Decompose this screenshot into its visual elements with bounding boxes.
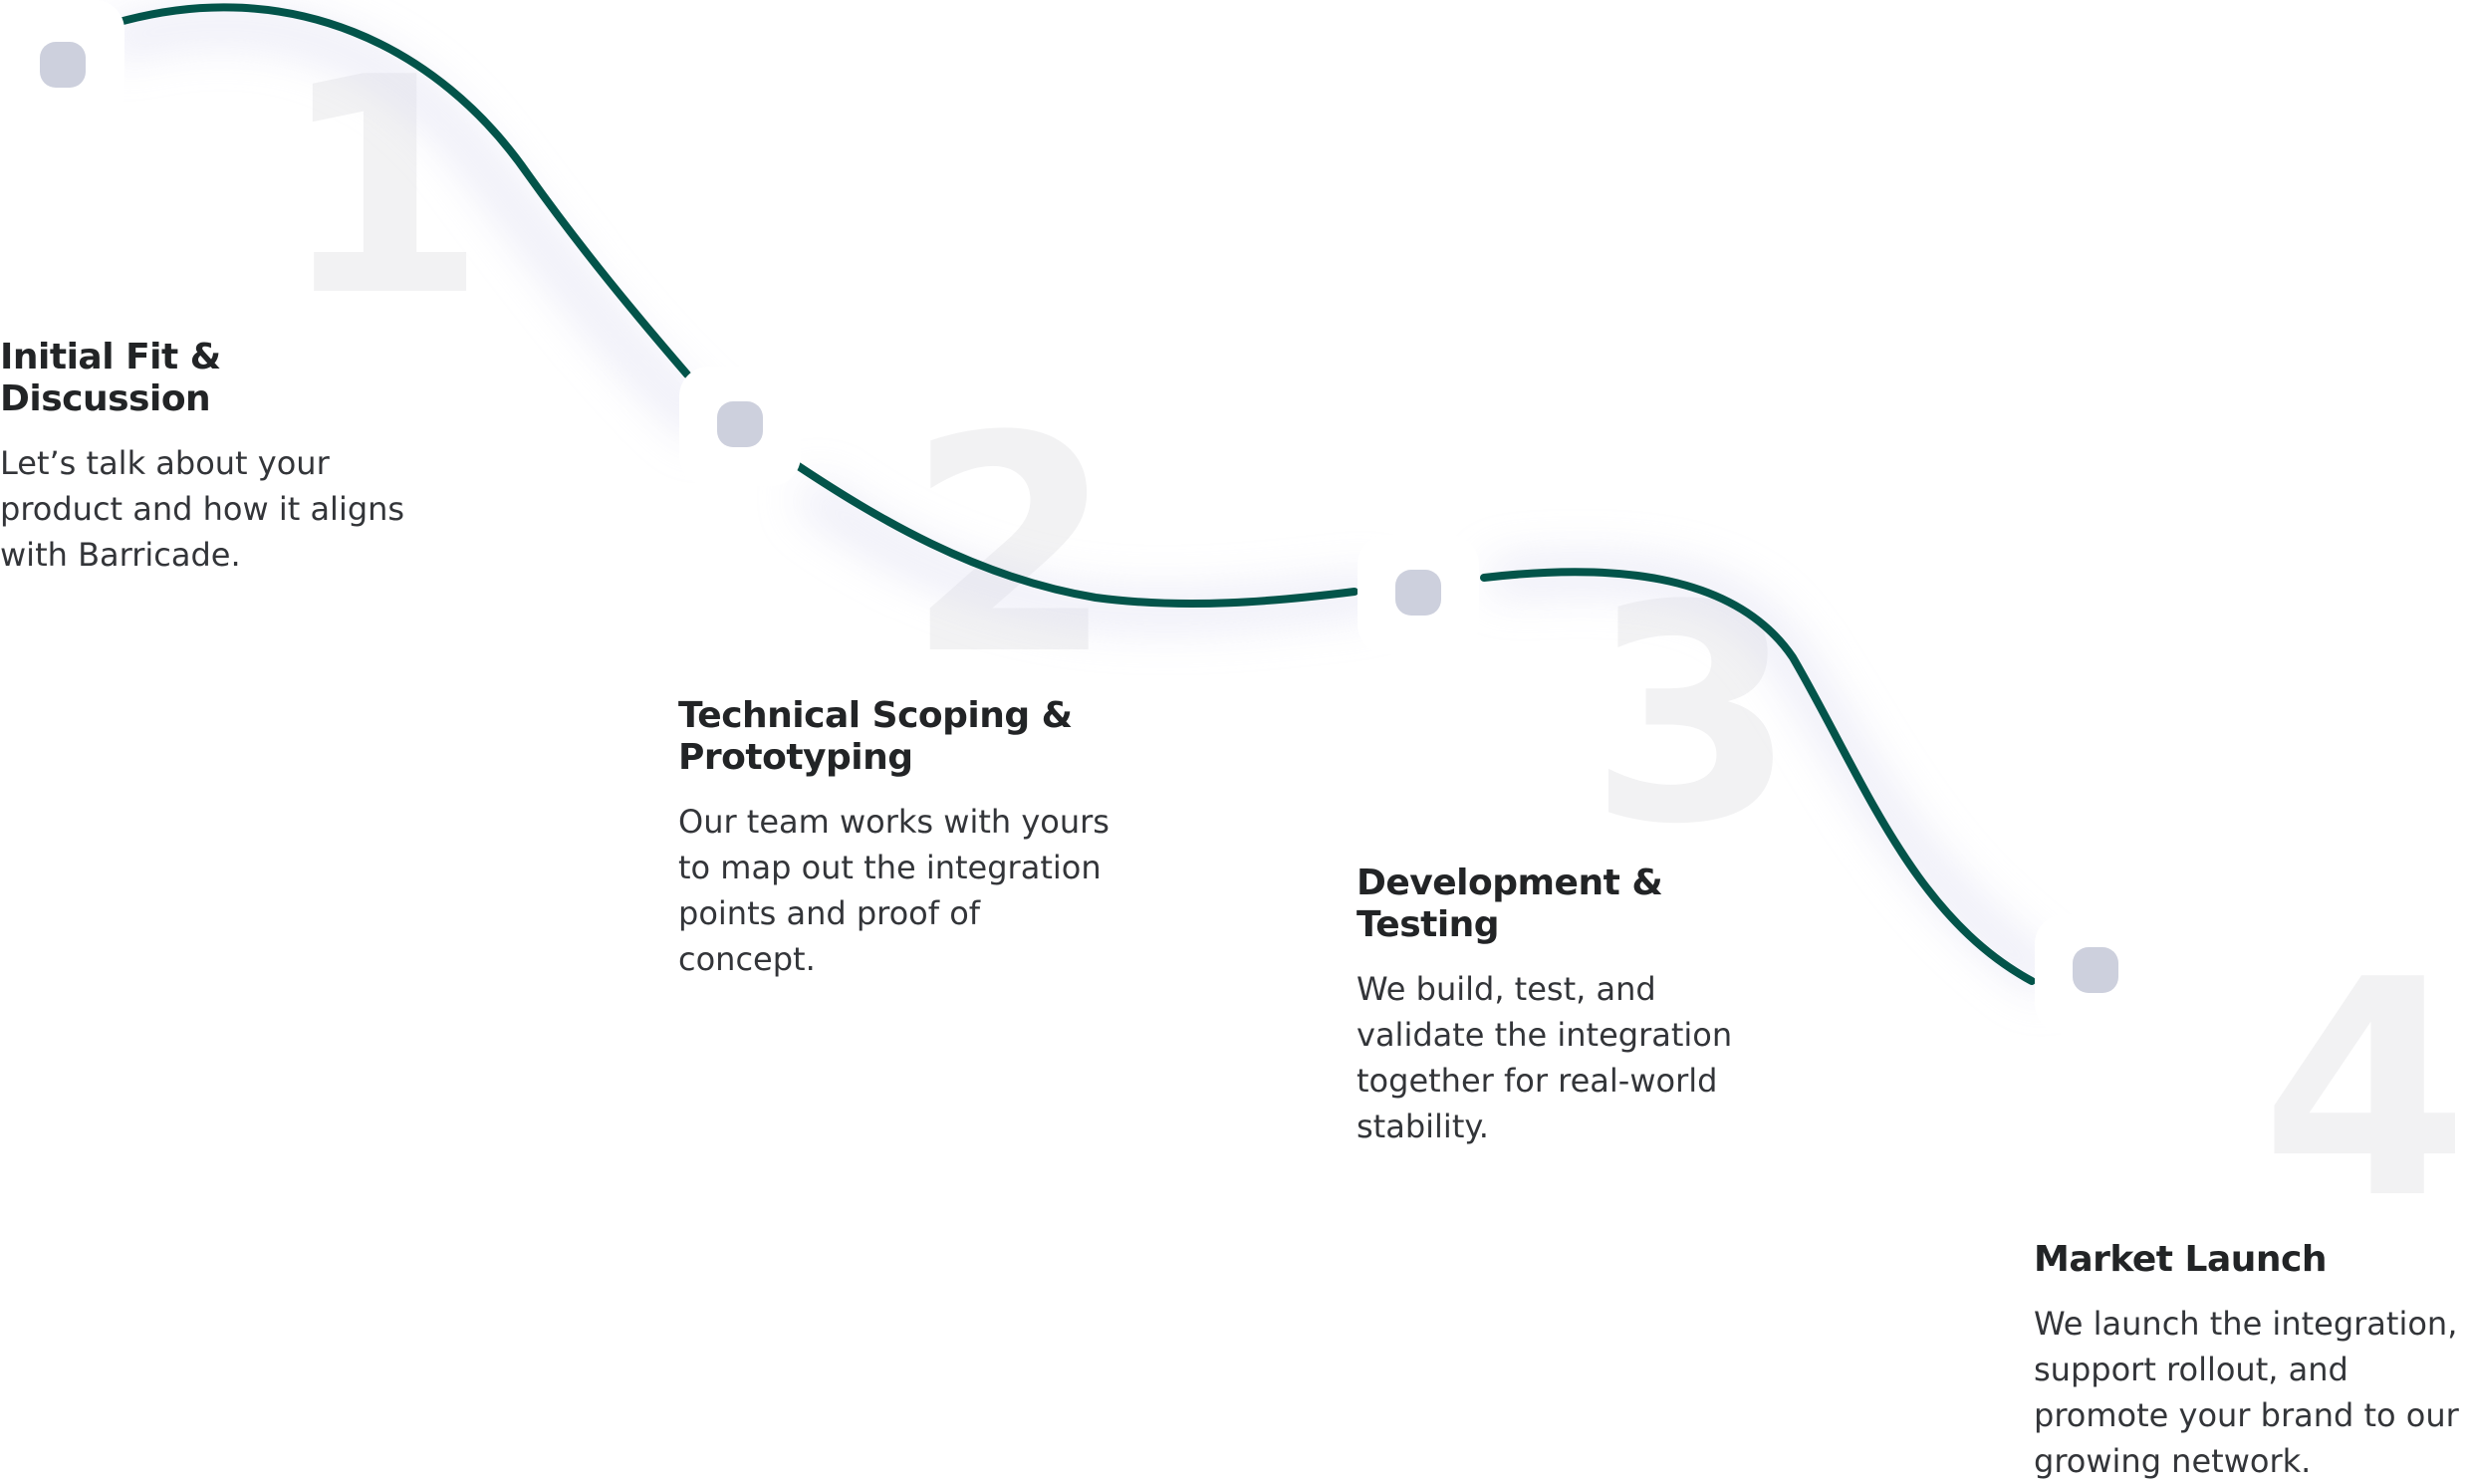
step-4: Market Launch We launch the integration,… xyxy=(2034,1239,2470,1484)
step-1: Initial Fit & Discussion Let’s talk abou… xyxy=(0,337,438,578)
step-2-title: Technical Scoping & Prototyping xyxy=(678,695,1073,778)
step-2-description: Our team works with yours to map out the… xyxy=(678,803,1110,978)
step-3: Development & Testing We build, test, an… xyxy=(1357,863,1785,1149)
step-4-description: We launch the integration, support rollo… xyxy=(2034,1305,2459,1480)
step-2: Technical Scoping & Prototyping Our team… xyxy=(678,695,1126,982)
step-3-title: Development & Testing xyxy=(1357,863,1663,945)
step-dot-4 xyxy=(2073,947,2118,993)
step-dot-3 xyxy=(1395,570,1441,616)
step-1-title: Initial Fit & Discussion xyxy=(0,337,221,419)
step-4-title: Market Launch xyxy=(2034,1239,2327,1280)
step-dot-2 xyxy=(717,401,763,447)
step-number-4: 4 xyxy=(2261,916,2469,1264)
process-curve xyxy=(116,3,2036,985)
step-3-description: We build, test, and validate the integra… xyxy=(1357,970,1733,1145)
step-1-description: Let’s talk about your product and how it… xyxy=(0,444,405,574)
step-dot-1 xyxy=(40,42,86,88)
